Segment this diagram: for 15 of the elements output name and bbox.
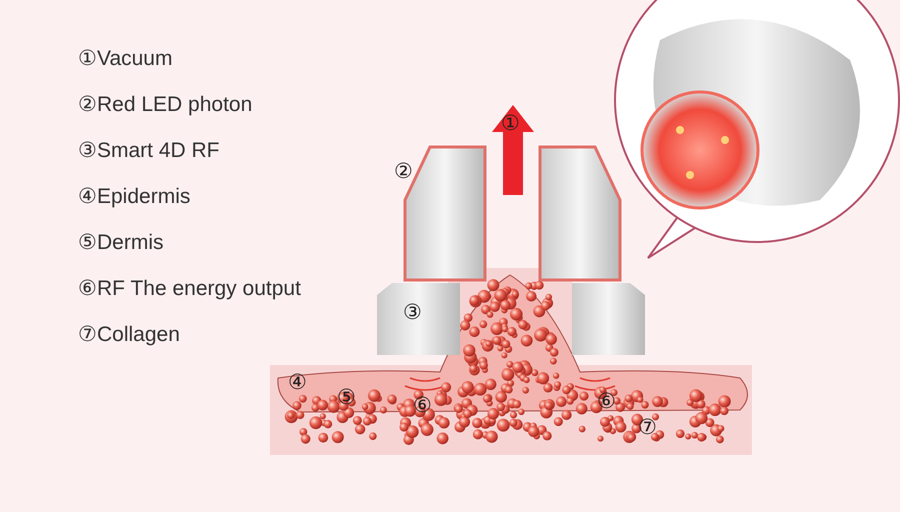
callout-number: ① <box>501 112 520 136</box>
callout-number: ⑤ <box>337 386 356 410</box>
legend-text: ⑥RF The energy output <box>78 276 301 302</box>
callout-number: ⑦ <box>638 416 657 440</box>
legend-text: ③Smart 4D RF <box>78 138 221 164</box>
callout-number: ② <box>394 160 413 184</box>
callout-number: ③ <box>403 301 422 325</box>
callout-number: ⑥ <box>597 390 616 414</box>
callout-number: ④ <box>288 371 307 395</box>
legend-text: ④Epidermis <box>78 184 192 210</box>
legend-text: ①Vacuum <box>78 46 174 72</box>
legend-text: ⑤Dermis <box>78 230 164 256</box>
legend-text: ②Red LED photon <box>78 92 254 118</box>
legend-text: ⑦Collagen <box>78 322 181 348</box>
callout-number: ⑥ <box>413 394 432 418</box>
